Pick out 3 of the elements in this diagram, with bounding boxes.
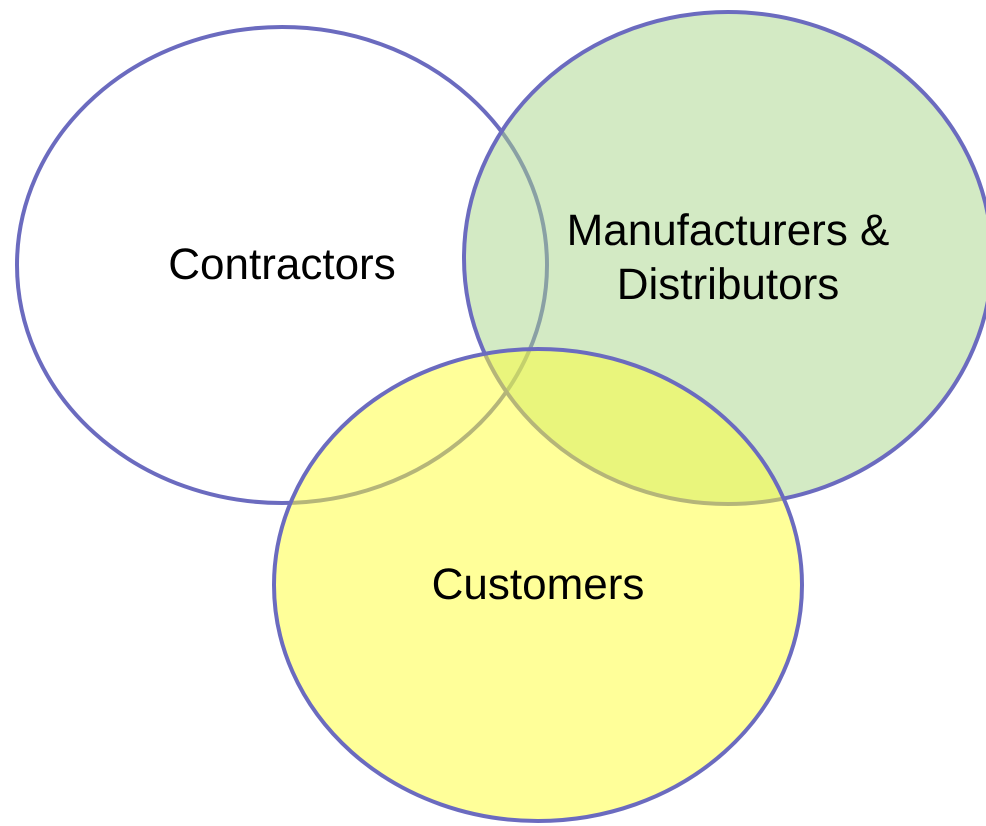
set-label: Manufacturers & Distributors [566, 205, 890, 311]
set-label: Contractors [167, 239, 397, 291]
set-label: Customers [430, 559, 646, 611]
